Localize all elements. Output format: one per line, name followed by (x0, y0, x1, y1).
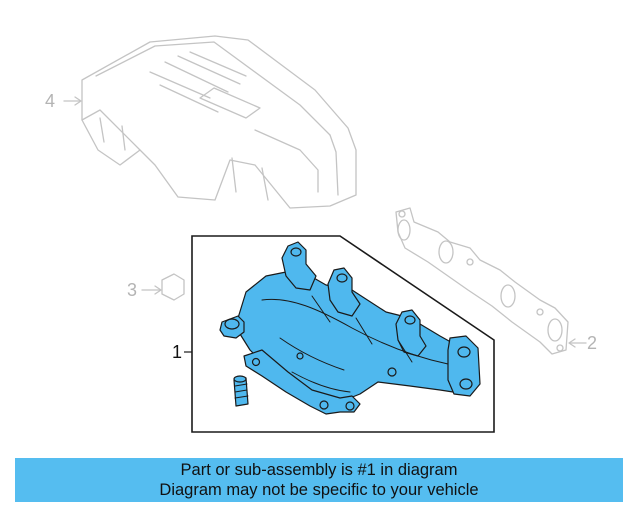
banner-line-2: Diagram may not be specific to your vehi… (159, 481, 479, 499)
info-banner: Part or sub-assembly is #1 in diagram Di… (15, 458, 623, 502)
callout-2-arrow-icon (568, 338, 576, 348)
gasket-illustration (395, 207, 569, 355)
callout-4-arrow-icon (74, 96, 82, 106)
part-1-frame (191, 235, 495, 433)
engine-cover-illustration (81, 35, 357, 209)
exhaust-manifold-illustration[interactable] (219, 241, 481, 415)
banner-line-1: Part or sub-assembly is #1 in diagram (180, 461, 458, 479)
callout-3-label: 3 (127, 280, 137, 300)
stud-illustration (233, 375, 249, 407)
nut-illustration (161, 273, 185, 301)
callout-2-label: 2 (587, 333, 597, 353)
callout-1-label: 1 (172, 342, 182, 362)
callout-4-label: 4 (45, 91, 55, 111)
callout-3-arrow-icon (154, 285, 162, 295)
